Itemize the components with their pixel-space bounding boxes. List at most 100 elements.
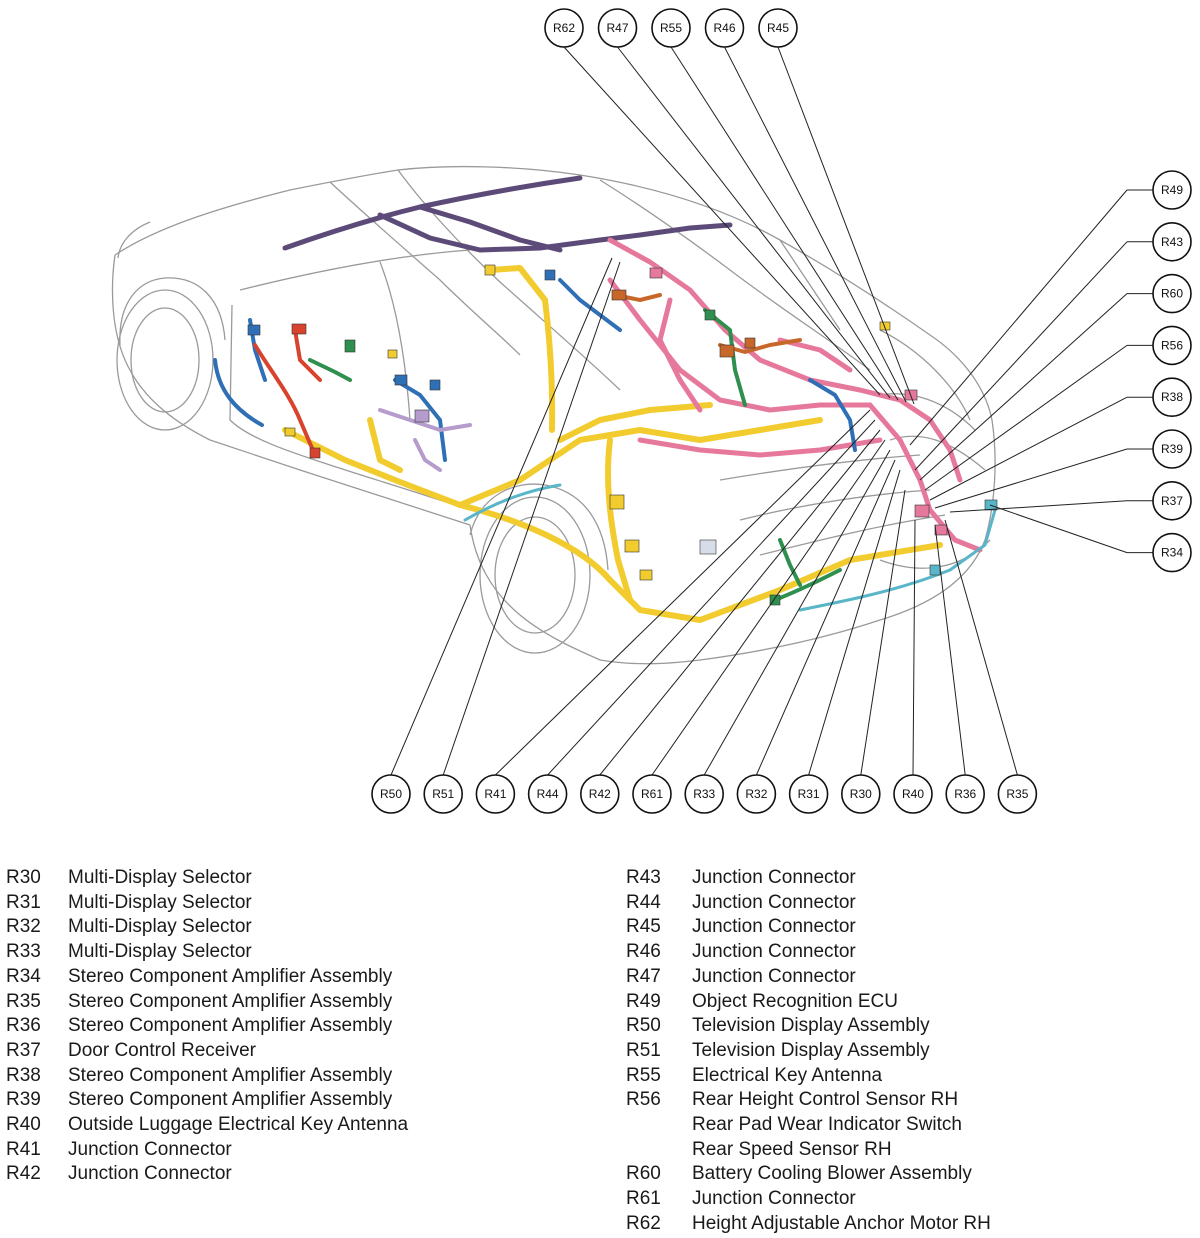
callout-label: R46: [713, 21, 735, 35]
callout-r36: R36: [945, 774, 986, 814]
legend-code: R61: [626, 1188, 661, 1210]
legend-code: R41: [6, 1138, 41, 1160]
legend-row: R42 Junction Connector: [6, 1162, 408, 1187]
legend-description: Junction Connector: [692, 1188, 856, 1210]
callout-circle: [1152, 273, 1192, 314]
callout-label: R37: [1161, 494, 1183, 508]
legend-description: Junction Connector: [68, 1163, 232, 1185]
legend-code: R45: [626, 916, 661, 938]
harness-cyan: [463, 483, 997, 612]
legend-description: Television Display Assembly: [692, 1015, 930, 1037]
callout-r62: R62: [544, 8, 584, 48]
callout-label: R38: [1161, 390, 1183, 404]
callout-circle: [840, 774, 881, 814]
legend-code: R38: [6, 1064, 41, 1086]
legend-code: R62: [626, 1212, 661, 1234]
callout-circle: [1152, 429, 1192, 469]
callout-label: R49: [1161, 183, 1183, 197]
callout-label: R61: [641, 787, 663, 801]
legend-description: Rear Speed Sensor RH: [692, 1138, 892, 1160]
legend-code: R33: [6, 941, 41, 963]
callout-r50: R50: [371, 774, 411, 814]
leader-line-r46: [724, 46, 907, 403]
callout-label: R44: [537, 787, 559, 801]
harness-blue: [213, 278, 857, 462]
callout-circle: [788, 774, 829, 814]
callout-label: R55: [660, 21, 682, 35]
connector-blocks: [247, 264, 998, 606]
legend-row: R50 Television Display Assembly: [626, 1014, 991, 1039]
legend-description: Junction Connector: [692, 891, 856, 913]
legend-row: R33 Multi-Display Selector: [6, 940, 408, 965]
callout-circle: [684, 774, 725, 814]
legend-description: Stereo Component Amplifier Assembly: [68, 1089, 393, 1111]
callout-circle: [371, 774, 411, 814]
leader-line-r41: [495, 409, 871, 776]
legend-description: Object Recognition ECU: [692, 990, 898, 1012]
legend-code: R49: [626, 990, 661, 1012]
legend-description: Multi-Display Selector: [68, 916, 252, 938]
legend-code: R50: [626, 1015, 661, 1037]
leader-line-r39: [934, 448, 1128, 509]
legend-code: R30: [6, 867, 41, 888]
callout-label: R50: [380, 787, 402, 801]
callout-r40: R40: [893, 774, 933, 814]
legend-code: R36: [6, 1015, 41, 1037]
legend-row: R49 Object Recognition ECU: [626, 990, 991, 1015]
callout-label: R39: [1161, 442, 1183, 456]
callout-r45: R45: [758, 8, 798, 48]
legend-description: Stereo Component Amplifier Assembly: [68, 1015, 393, 1037]
callout-r38: R38: [1152, 377, 1192, 418]
legend-description: Battery Cooling Blower Assembly: [692, 1163, 972, 1185]
legend-code: R42: [6, 1163, 41, 1185]
leader-line-r38: [929, 396, 1128, 501]
callout-r47: R47: [597, 8, 638, 48]
leader-line-r62: [563, 46, 881, 396]
callout-label: R36: [954, 787, 976, 801]
callout-circle: [597, 8, 638, 48]
legend-description: Rear Pad Wear Indicator Switch: [692, 1114, 962, 1136]
legend-row: R30 Multi-Display Selector: [6, 866, 408, 891]
leader-line-r50: [390, 257, 613, 776]
legend-description: Outside Luggage Electrical Key Antenna: [68, 1114, 409, 1136]
leader-line-r45: [777, 46, 915, 405]
callout-r32: R32: [736, 774, 777, 814]
callout-label: R35: [1006, 787, 1028, 801]
callout-r61: R61: [632, 774, 672, 814]
legend-code: R47: [626, 965, 661, 987]
callout-r43: R43: [1152, 222, 1192, 262]
callout-circle: [423, 774, 464, 814]
legend-description: Rear Height Control Sensor RH: [692, 1089, 959, 1111]
callout-r37: R37: [1152, 480, 1192, 521]
legend-description: Junction Connector: [692, 916, 856, 938]
legend-code: R37: [6, 1039, 41, 1061]
legend-description: Multi-Display Selector: [68, 891, 252, 913]
callout-circle: [651, 8, 691, 48]
leader-line-r30: [860, 489, 906, 776]
harness-lavender: [378, 408, 472, 472]
leader-line-r44: [547, 419, 876, 776]
legend-code: R55: [626, 1064, 661, 1086]
legend-description: Junction Connector: [692, 941, 856, 963]
legend-description: Television Display Assembly: [692, 1039, 930, 1061]
legend-description: Multi-Display Selector: [68, 867, 252, 888]
leader-line-r56: [924, 344, 1128, 491]
callout-circle: [997, 774, 1038, 814]
legend-description: Multi-Display Selector: [68, 941, 252, 963]
leader-line-r42: [599, 429, 881, 776]
harness-yellow: [282, 265, 943, 623]
callout-r42: R42: [579, 774, 620, 814]
leader-line-r49: [909, 189, 1128, 446]
harness-pink: [607, 237, 983, 553]
legend-row: R45 Junction Connector: [626, 915, 991, 940]
